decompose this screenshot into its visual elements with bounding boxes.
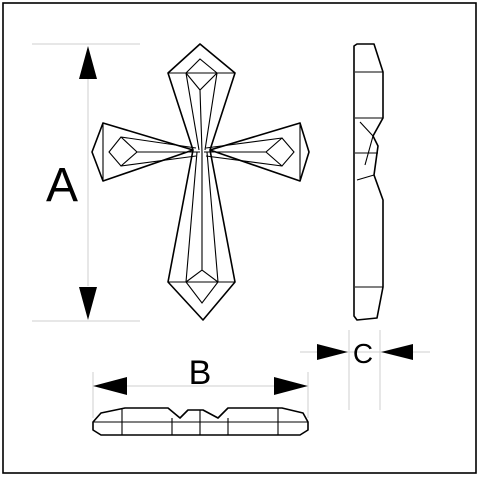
cross-front-view [91, 43, 310, 321]
cross-outline [91, 43, 310, 321]
c-arrow-left [381, 344, 413, 360]
c-arrow-right [317, 344, 348, 360]
right-arm-facets [204, 123, 301, 181]
side-profile-facets [355, 71, 383, 288]
border-frame [2, 2, 477, 474]
cross-bottom-view [92, 407, 309, 436]
side-profile-outline [353, 43, 384, 321]
cross-side-view [353, 43, 384, 321]
bottom-profile-facets [93, 408, 308, 435]
b-arrow-right [274, 377, 308, 395]
left-arm-facets [102, 123, 200, 181]
b-arrow-left [93, 377, 127, 395]
dimension-c: C [300, 330, 430, 410]
b-label: B [189, 354, 212, 392]
c-label: C [353, 338, 373, 369]
dimension-a: A [32, 43, 140, 322]
a-arrow-down [79, 287, 97, 320]
a-label: A [46, 159, 78, 212]
dimension-b: B [92, 354, 309, 418]
bottom-arm-facets [168, 151, 235, 304]
top-arm-facets [168, 58, 235, 153]
bottom-profile-outline [92, 407, 309, 436]
a-arrow-up [79, 46, 97, 79]
